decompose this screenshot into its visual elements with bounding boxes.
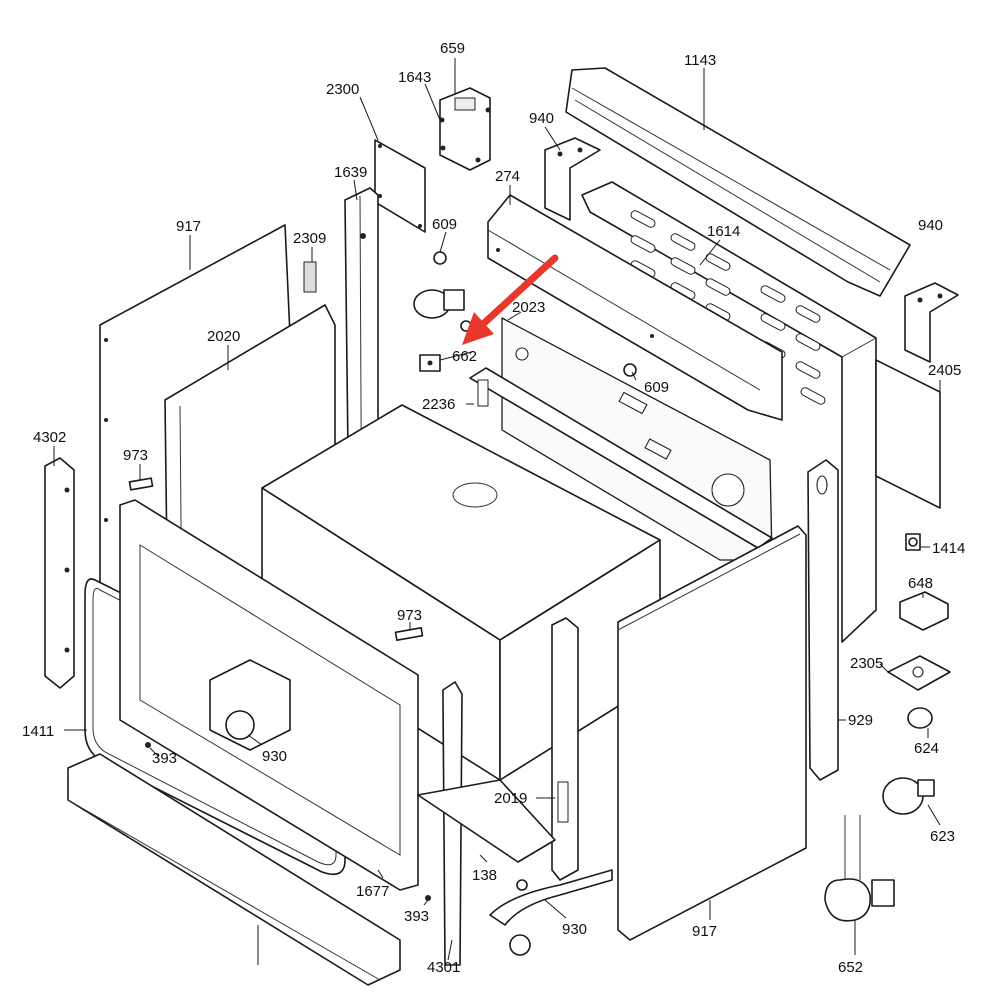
part-1414-sensor — [905, 533, 921, 551]
label-917-left: 917 — [176, 218, 201, 235]
label-393-b: 393 — [404, 908, 429, 925]
part-623-lamp-knob — [882, 777, 935, 815]
label-648: 648 — [908, 575, 933, 592]
label-973-center: 973 — [397, 607, 422, 624]
label-393-a: 393 — [152, 750, 177, 767]
part-labels: 659 1643 2300 1143 940 274 1639 609 917 … — [22, 40, 965, 976]
part-648-relay — [899, 591, 949, 631]
label-1614: 1614 — [707, 223, 740, 240]
label-2236: 2236 — [422, 396, 455, 413]
label-973-left: 973 — [123, 447, 148, 464]
label-662: 662 — [452, 348, 477, 365]
label-940-right: 940 — [918, 217, 943, 234]
part-652-igniter — [824, 815, 895, 922]
label-623: 623 — [930, 828, 955, 845]
label-917-right: 917 — [692, 923, 717, 940]
part-2405-insulation-panel — [875, 359, 941, 509]
part-659-control-board — [439, 87, 491, 171]
part-609-lower — [623, 363, 637, 377]
label-1411: 1411 — [22, 723, 54, 740]
label-1639: 1639 — [334, 164, 367, 181]
label-4301: 4301 — [427, 959, 460, 976]
part-973-center-hook — [394, 627, 424, 641]
label-1143: 1143 — [684, 52, 716, 69]
label-929: 929 — [848, 712, 873, 729]
label-609-upper: 609 — [432, 216, 457, 233]
label-2309: 2309 — [293, 230, 326, 247]
label-930-a: 930 — [262, 748, 287, 765]
label-609-lower: 609 — [644, 379, 669, 396]
label-2300: 2300 — [326, 81, 359, 98]
part-1143-top-trim — [565, 67, 911, 297]
label-652: 652 — [838, 959, 863, 976]
label-930-b: 930 — [562, 921, 587, 938]
part-393-screw-b — [425, 895, 431, 901]
part-662-thermostat — [419, 354, 441, 372]
label-138: 138 — [472, 867, 497, 884]
label-1643: 1643 — [398, 69, 431, 86]
label-2305: 2305 — [850, 655, 883, 672]
part-lamp-switch — [413, 289, 472, 332]
part-624-switch — [907, 707, 933, 729]
label-659: 659 — [440, 40, 465, 57]
part-973-left-hook — [128, 477, 154, 491]
part-393-screw-a — [145, 742, 151, 748]
part-138-base-tray — [417, 779, 556, 891]
label-1677: 1677 — [356, 883, 389, 900]
part-oven-cavity — [261, 404, 661, 781]
label-2019: 2019 — [494, 790, 527, 807]
part-1614-rear-panel — [581, 181, 877, 643]
leader-lines — [53, 58, 941, 965]
part-4301-vertical-strip — [442, 681, 463, 966]
part-2019-side-strip — [551, 617, 579, 881]
label-940-left: 940 — [529, 110, 554, 127]
label-1414: 1414 — [932, 540, 965, 557]
label-2023: 2023 — [512, 299, 545, 316]
part-2236-gasket-frame — [469, 367, 773, 549]
part-929-vertical-strip — [807, 459, 839, 781]
part-2305-plate — [887, 655, 951, 691]
part-930-blower — [209, 659, 291, 751]
red-arrow-indicator — [462, 254, 559, 345]
label-274: 274 — [495, 168, 520, 185]
label-624: 624 — [914, 740, 939, 757]
part-4302-vertical-strip — [44, 457, 75, 689]
label-2405: 2405 — [928, 362, 961, 379]
part-bottom-toe-kick — [67, 753, 401, 986]
part-609-upper — [433, 251, 447, 265]
part-917-right-side-panel — [617, 525, 807, 941]
part-2300-plate — [374, 139, 426, 233]
part-930-bottom-rod — [489, 869, 613, 956]
label-4302: 4302 — [33, 429, 66, 446]
part-940-left-bracket — [544, 137, 601, 221]
part-940-right-bracket — [904, 282, 959, 363]
label-2020: 2020 — [207, 328, 240, 345]
